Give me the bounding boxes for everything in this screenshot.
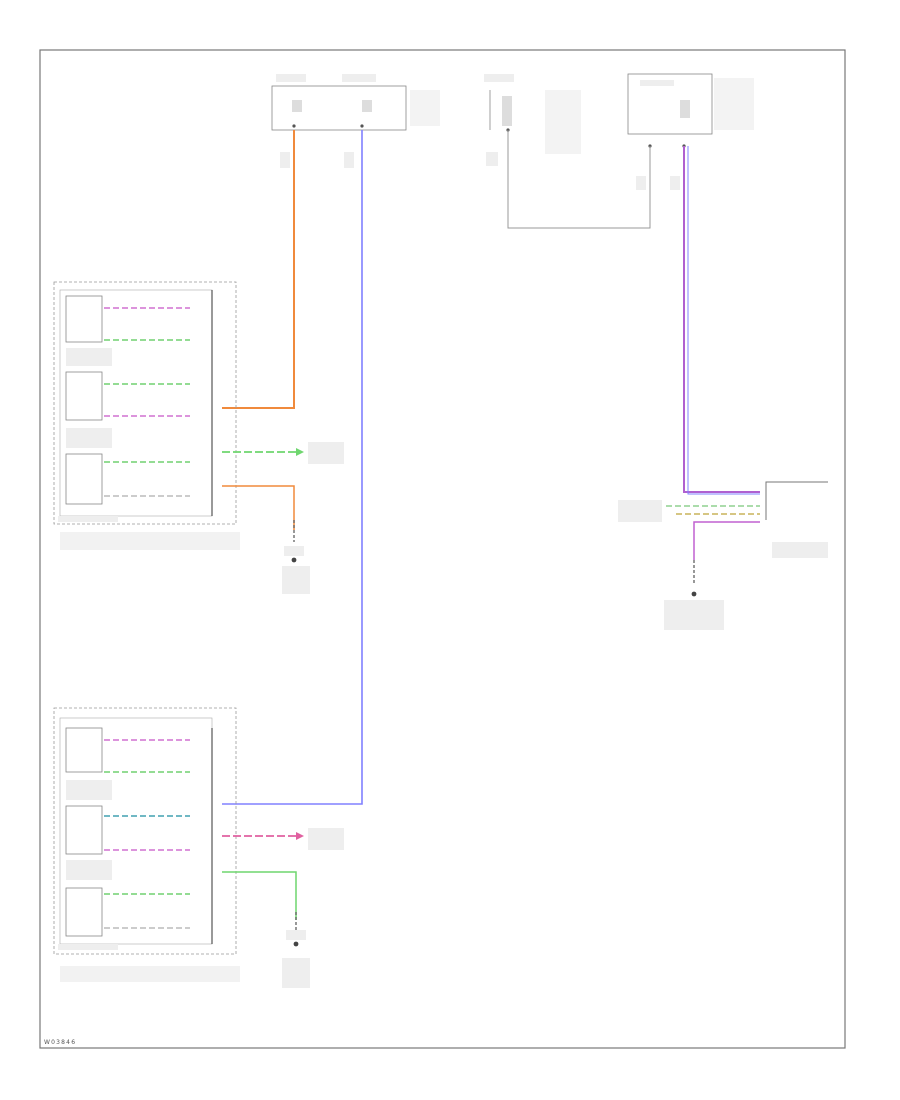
wire-label xyxy=(636,176,646,190)
wire-gray-loop xyxy=(507,130,651,229)
wire-blue-main xyxy=(222,130,363,805)
left-module-caption xyxy=(60,532,240,550)
ground-label-left xyxy=(284,546,304,556)
footer-code: W 0 3 8 4 6 xyxy=(44,1039,75,1046)
ground-point-right xyxy=(293,941,299,947)
ground-point-left xyxy=(291,557,297,563)
ground-caption-right xyxy=(282,958,310,988)
wire-blue-overlay xyxy=(687,146,760,495)
arrow-left-green xyxy=(296,448,304,456)
right-module-caption xyxy=(60,966,240,982)
wire-green-ground-right xyxy=(222,871,297,920)
fuse-box-middle xyxy=(484,74,581,166)
connector-label xyxy=(308,442,344,464)
connector-label xyxy=(308,828,344,850)
ground-point-top-right xyxy=(691,591,697,597)
wire-purple-ground xyxy=(693,521,760,560)
ground-caption-left xyxy=(282,566,310,594)
device-caption-right xyxy=(772,542,828,558)
ground-label-right xyxy=(286,930,306,940)
wire-orange-main xyxy=(222,130,295,409)
connector-label xyxy=(618,500,662,522)
arrow-right-pink xyxy=(296,832,304,840)
wire-orange-ground-left xyxy=(222,485,295,530)
connector-right-bracket xyxy=(765,481,828,520)
wire-label xyxy=(280,152,290,168)
left-rear-seat-module xyxy=(53,281,237,525)
fuse-box-right xyxy=(627,73,754,148)
wire-label xyxy=(670,176,680,190)
right-rear-seat-module xyxy=(53,707,237,955)
diagram-frame xyxy=(39,49,846,1049)
fuse-box-left xyxy=(271,74,440,131)
wire-label xyxy=(344,152,354,168)
wire-purple-main xyxy=(683,146,760,493)
ground-caption-top-right xyxy=(664,600,724,630)
